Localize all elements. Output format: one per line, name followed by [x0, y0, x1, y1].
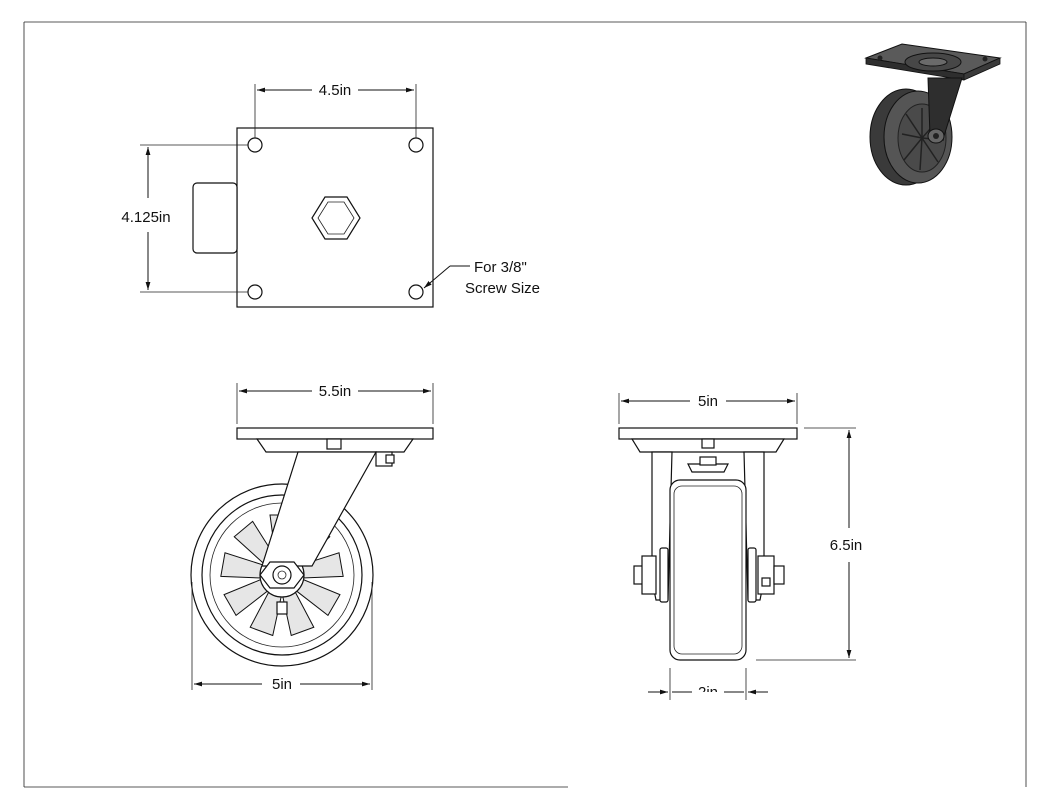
front-wheel-width-label: 2in	[698, 684, 718, 701]
caster-3d-icon	[864, 43, 1002, 186]
mounting-hole	[247, 137, 263, 153]
side-top-plate	[236, 427, 434, 440]
dimension-front-overall-height: 6.5in	[756, 427, 863, 661]
mounting-hole	[247, 284, 263, 300]
top-plate-height-label: 4.125in	[121, 209, 170, 226]
dimension-side-wheel-diameter: 5in	[191, 582, 373, 693]
top-plate-width-label: 4.5in	[319, 82, 352, 99]
kingpin-nut	[311, 196, 361, 240]
dimension-side-plate-width: 5.5in	[236, 383, 434, 424]
front-top-plate	[618, 427, 798, 440]
swivel-lock-tab	[192, 182, 238, 254]
drawing-border	[23, 21, 1027, 788]
dimension-front-plate-width: 5in	[618, 393, 798, 424]
screw-note-line-1: For 3/8"	[474, 259, 527, 276]
mounting-hole	[408, 137, 424, 153]
dimension-front-wheel-width: 2in	[648, 668, 768, 701]
side-view: 5.5in 5in	[190, 383, 434, 693]
side-fork-leg	[261, 451, 378, 567]
dimension-top-plate-width: 4.5in	[254, 82, 417, 138]
top-view: 4.5in 4.125in For 3/8" Screw Size	[121, 82, 540, 308]
dimension-top-plate-height: 4.125in	[121, 144, 248, 293]
side-wheel-diameter-label: 5in	[272, 676, 292, 693]
screw-size-note: For 3/8" Screw Size	[423, 259, 540, 297]
side-plate-width-label: 5.5in	[319, 383, 352, 400]
front-overall-height-label: 6.5in	[830, 537, 863, 554]
front-plate-width-label: 5in	[698, 393, 718, 410]
axle-nut-end	[773, 565, 785, 585]
mounting-hole	[408, 284, 424, 300]
screw-note-line-2: Screw Size	[465, 280, 540, 297]
front-wheel	[669, 479, 747, 661]
front-view: 5in 6.5in 2in	[618, 393, 863, 701]
